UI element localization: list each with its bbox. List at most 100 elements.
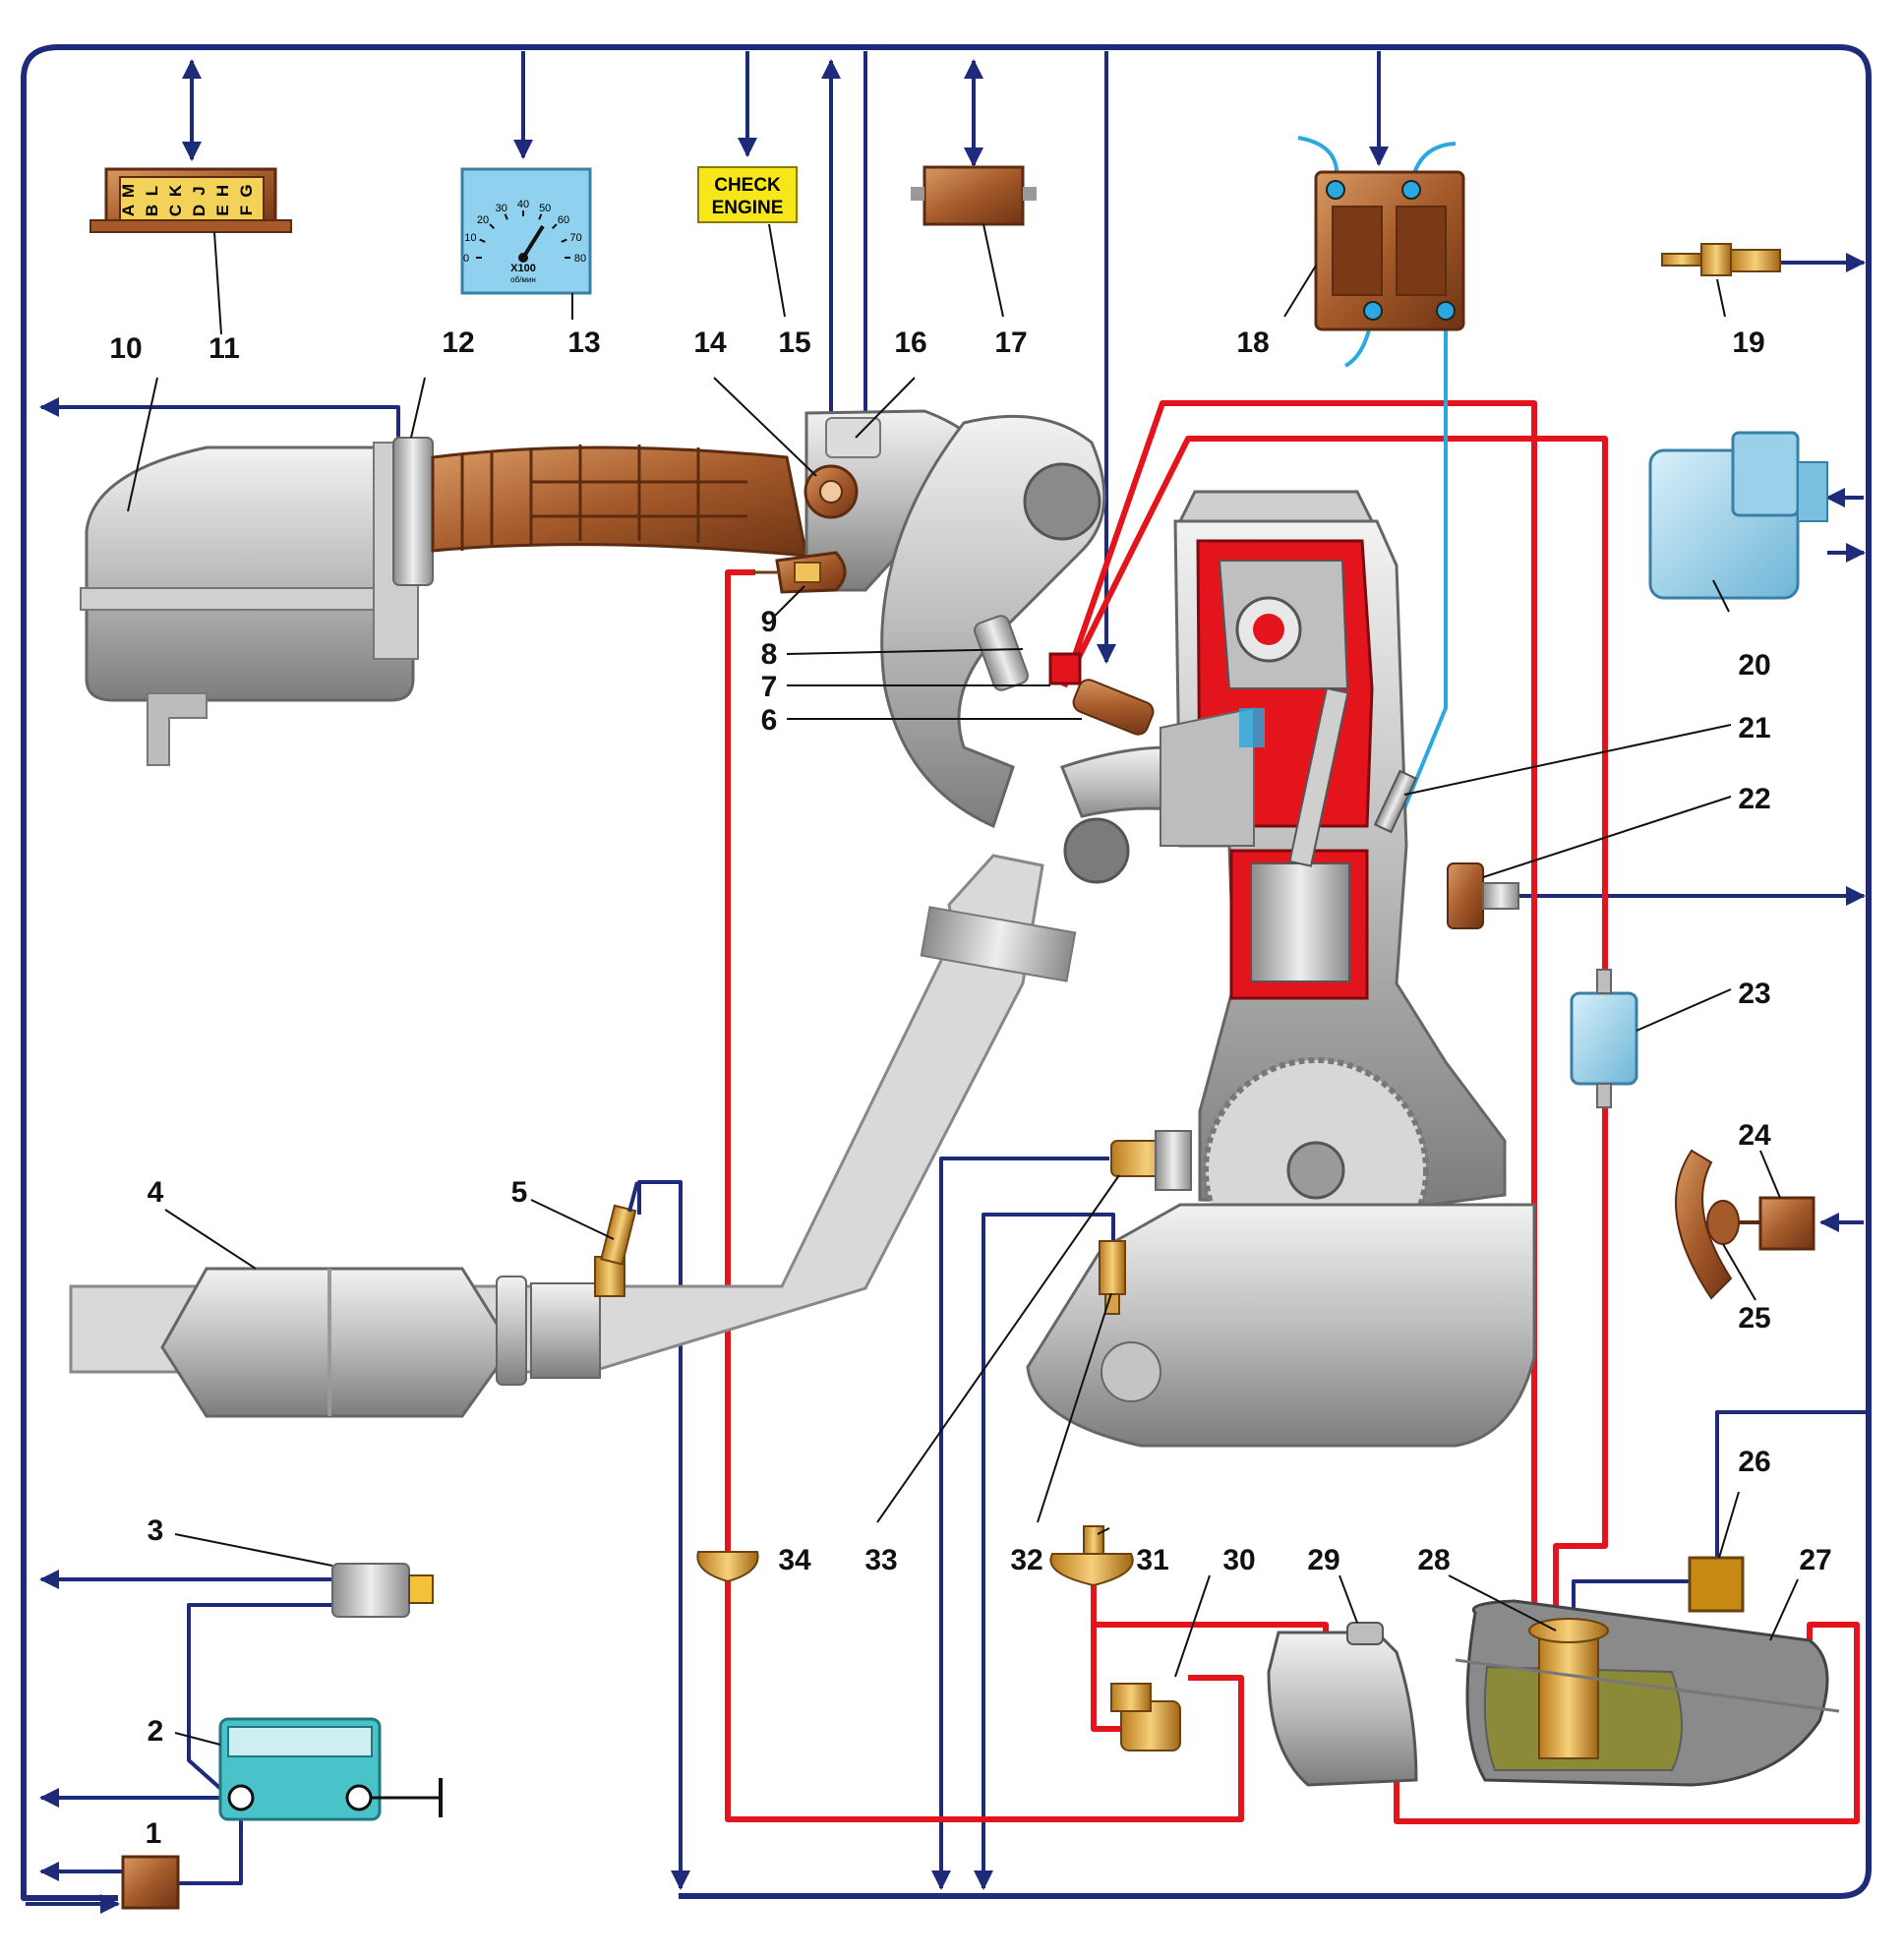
crankshaft-position-sensor — [1110, 1130, 1192, 1191]
callout-20: 20 — [1738, 649, 1770, 682]
oxygen-sensor — [594, 1181, 639, 1297]
diag-pin-c: C — [166, 205, 185, 216]
callout-12: 12 — [442, 326, 474, 359]
tach-multiplier: X100 — [510, 263, 536, 274]
callout-15: 15 — [778, 326, 810, 359]
air-filter — [80, 442, 419, 766]
fuel-pump-relay — [1688, 1556, 1745, 1613]
callout-leaders — [127, 223, 1799, 1746]
tach-unit: об/мин — [510, 275, 536, 284]
callout-16: 16 — [894, 326, 926, 359]
tach-tick-label: 10 — [464, 232, 476, 244]
air-temperature-sensor — [1661, 243, 1781, 276]
fuel-filter — [1570, 969, 1638, 1108]
exhaust-pipe — [69, 854, 1077, 1374]
callout-30: 30 — [1222, 1544, 1255, 1576]
tach-tick — [504, 213, 508, 220]
spark-plug — [1373, 769, 1418, 834]
cooling-fan — [1675, 1149, 1760, 1300]
tach-tick-label: 30 — [496, 203, 507, 214]
callout-26: 26 — [1738, 1446, 1770, 1478]
ignition-module — [1314, 170, 1465, 331]
signal-wires — [26, 51, 1867, 1914]
callout-10: 10 — [109, 332, 142, 365]
callout-7: 7 — [761, 671, 778, 703]
callout-5: 5 — [511, 1176, 528, 1209]
tach-tick-label: 80 — [574, 253, 586, 265]
tach-tick-label: 60 — [558, 214, 569, 226]
callout-24: 24 — [1738, 1119, 1771, 1152]
callout-22: 22 — [1738, 783, 1770, 815]
diag-pin-g: G — [237, 184, 256, 197]
tach-tick — [489, 223, 496, 230]
tach-tick-label: 20 — [477, 214, 489, 226]
mass-air-flow-sensor — [392, 437, 434, 586]
diag-pin-m: M — [119, 184, 138, 198]
tach-tick — [538, 213, 543, 220]
callout-18: 18 — [1236, 326, 1269, 359]
callout-23: 23 — [1738, 978, 1770, 1010]
callout-17: 17 — [994, 326, 1027, 359]
diag-pin-j: J — [190, 186, 208, 195]
check-engine-line1: CHECK — [714, 175, 781, 196]
coolant-temperature-sensor — [1099, 1240, 1126, 1315]
purge-valve — [696, 1551, 759, 1583]
tach-tick-label: 50 — [539, 203, 551, 214]
ignition-switch — [331, 1563, 434, 1618]
diag-pin-b: B — [143, 205, 161, 216]
callout-14: 14 — [693, 326, 727, 359]
callout-34: 34 — [778, 1544, 811, 1576]
callout-1: 1 — [146, 1817, 162, 1850]
callout-11: 11 — [208, 332, 240, 365]
tach-tick — [561, 238, 567, 243]
diag-pin-d: D — [190, 205, 208, 216]
intake-hose — [431, 445, 808, 558]
tach-tick — [479, 238, 486, 243]
diag-pin-e: E — [213, 205, 232, 215]
main-bus-loop — [21, 44, 1872, 1901]
check-engine-lamp: CHECK ENGINE — [697, 166, 798, 223]
callout-6: 6 — [761, 704, 778, 737]
main-relay — [121, 1855, 180, 1910]
callout-21: 21 — [1738, 712, 1770, 744]
callout-25: 25 — [1738, 1302, 1770, 1335]
callout-33: 33 — [864, 1544, 897, 1576]
throttle-position-sensor — [753, 551, 847, 594]
diag-pin-k: K — [166, 184, 185, 197]
callout-9: 9 — [761, 606, 778, 638]
fuel-rail-injector — [974, 615, 1155, 736]
separator-tank — [1267, 1622, 1418, 1787]
diag-pin-f: F — [237, 206, 256, 215]
check-engine-line2: ENGINE — [712, 198, 784, 218]
tach-tick-label: 40 — [517, 199, 529, 210]
callout-numbers: 1 2 3 4 5 6 7 8 9 10 11 12 13 14 15 16 1… — [109, 326, 1831, 1850]
callout-13: 13 — [567, 326, 600, 359]
fuel-tank — [1455, 1599, 1840, 1787]
diag-pin-h: H — [213, 185, 232, 197]
callout-31: 31 — [1136, 1544, 1168, 1576]
diag-pin-l: L — [143, 186, 161, 196]
catalytic-converter — [160, 1267, 601, 1418]
tach-tick-label: 0 — [463, 253, 469, 265]
callout-19: 19 — [1732, 326, 1764, 359]
oil-pan — [1026, 1203, 1536, 1448]
gravity-valve — [1110, 1683, 1181, 1751]
callout-8: 8 — [761, 638, 778, 671]
canister-purge-box — [1648, 431, 1828, 600]
battery — [218, 1717, 443, 1821]
callout-32: 32 — [1010, 1544, 1042, 1576]
diag-pin-a: A — [119, 205, 138, 216]
tach-tick — [551, 223, 558, 230]
fan-relay — [1758, 1196, 1815, 1251]
callout-29: 29 — [1307, 1544, 1339, 1576]
callout-27: 27 — [1799, 1544, 1831, 1576]
fuel-pressure-regulator — [1049, 1525, 1134, 1587]
ecu-relay — [911, 165, 1037, 226]
callout-28: 28 — [1417, 1544, 1450, 1576]
